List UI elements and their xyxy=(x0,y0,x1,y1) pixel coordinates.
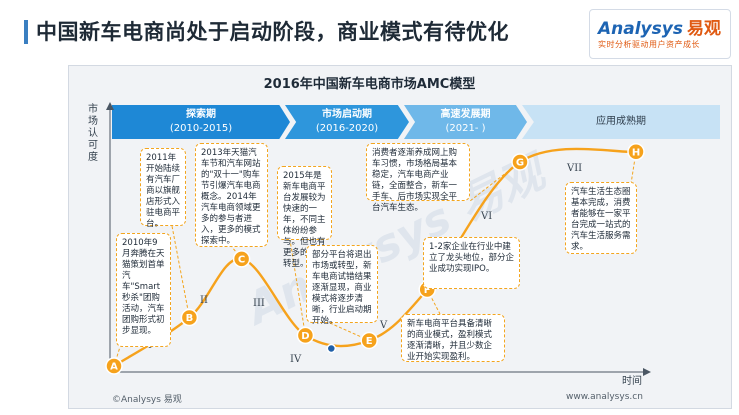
chart-title: 2016年中国新车电商市场AMC模型 xyxy=(263,77,476,92)
point-label-e: E xyxy=(366,336,373,347)
phase-period: (2021- ) xyxy=(445,123,486,134)
phase-growth: 高速发展期 (2021- ) xyxy=(404,105,527,139)
point-marker-d xyxy=(296,326,315,345)
note-box: 消费者逐渐养成网上购车习惯，市场格局基本稳定，汽车电商产业链，全面整合，新车一手… xyxy=(366,143,470,213)
note-box: 新车电商平台具备清晰的商业模式，盈利模式逐渐清晰，并且少数企业开始实现盈利。 xyxy=(401,314,505,362)
phase-mature: 应用成熟期 xyxy=(522,105,720,139)
point-marker-b xyxy=(180,308,199,327)
phase-name: 市场启动期 xyxy=(322,109,372,120)
point-label-d: D xyxy=(301,331,309,342)
note-box: 2010年9月奔腾在天猫策划首单汽车"Smart秒杀"团购活动，汽车团购形式初步… xyxy=(116,233,171,347)
title-accent-bar xyxy=(24,20,28,44)
phase-name: 高速发展期 xyxy=(440,109,491,120)
logo-text: Analysys xyxy=(598,19,683,39)
stage-label: V xyxy=(379,320,388,331)
note-box: 汽车生活生态圈基本完成，消费者能够在一家平台完成一站式的汽车生活服务需求。 xyxy=(565,182,637,254)
note-box: 2011年开始陆续有汽车厂商以旗舰店形式入驻电商平台。 xyxy=(140,148,186,229)
note-box: 2015年是新车电商平台发展较为快速的一年，不同主体纷纷参与。但也有更多的模式转… xyxy=(277,166,332,269)
phase-explore: 探索期 (2010-2015) xyxy=(112,105,290,139)
phase-launch: 市场启动期 (2016-2020) xyxy=(285,105,409,139)
note-box: 部分平台将退出市场或转型，新车电商试错结果逐渐显现，商业模式将逐步清晰，行业启动… xyxy=(306,245,378,326)
x-axis-label: 时间 xyxy=(622,376,642,387)
point-label-g: G xyxy=(516,158,524,169)
phase-period: (2010-2015) xyxy=(169,123,233,134)
point-label-c: C xyxy=(238,254,245,265)
phase-name: 探索期 xyxy=(186,109,216,120)
note-box: 2013年天猫汽车节和汽车网站的"双十一"购车节引爆汽车电商概念。2014年汽车… xyxy=(195,143,268,247)
note-box: 1-2家企业在行业中建立了龙头地位，部分企业成功实现IPO。 xyxy=(423,237,520,289)
point-label-h: H xyxy=(632,147,640,158)
point-label-f: F xyxy=(424,285,431,296)
y-axis-arrow xyxy=(106,102,114,110)
point-marker-e xyxy=(360,331,378,350)
logo-tagline: 实时分析驱动用户资产成长 xyxy=(598,40,700,49)
stage-label: VI xyxy=(480,211,492,222)
page-title: 中国新车电商尚处于启动阶段，商业模式有待优化 xyxy=(36,20,509,44)
stage-label: IV xyxy=(290,354,302,365)
note-connector xyxy=(171,225,190,318)
note-connector xyxy=(113,346,121,367)
y-axis-label: 市场认可度 xyxy=(88,104,98,163)
point-marker-c xyxy=(232,250,251,268)
stage-label: II xyxy=(200,295,208,306)
stage-label: VII xyxy=(566,163,582,174)
stage-label: III xyxy=(253,298,265,309)
point-marker-h xyxy=(627,143,645,161)
x-axis-arrow xyxy=(643,368,651,376)
note-connector xyxy=(289,239,306,336)
logo-cn-text: 易观 xyxy=(686,19,721,39)
point-label-b: B xyxy=(186,313,194,324)
point-marker-a xyxy=(105,357,123,375)
footer-source: ©Analysys 易观 xyxy=(112,395,182,405)
footer-url: www.analysys.cn xyxy=(566,392,643,402)
phase-period: (2016-2020) xyxy=(315,123,379,134)
phase-name: 应用成熟期 xyxy=(596,116,646,127)
point-label-a: A xyxy=(110,362,118,373)
point-marker-g xyxy=(511,153,529,171)
current-position-marker xyxy=(326,343,337,354)
